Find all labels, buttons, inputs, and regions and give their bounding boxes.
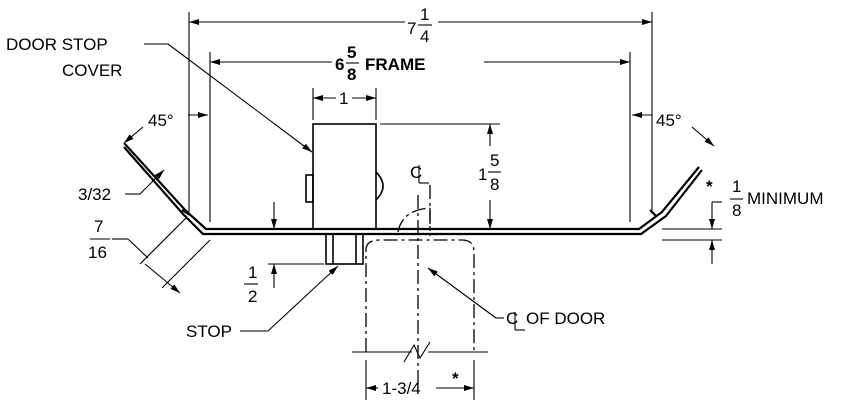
cover-height-num: 5 [490,151,499,170]
overall-width-num: 1 [420,5,429,24]
cover-height-den: 8 [490,175,499,194]
overall-width-dimension: 7 1 4 [188,5,653,212]
door-stop-cover-callout: DOOR STOP COVER [6,35,313,153]
center-of-door-label: OF DOOR [526,309,605,328]
frame-width-whole: 6 [335,55,344,74]
minimum-text: MINIMUM [747,189,823,208]
overall-width-den: 4 [420,27,429,46]
minimum-mark: * [706,177,713,196]
left-angle-label: 45° [148,111,174,130]
left-height-den: 16 [88,243,107,262]
stop-cover-width-dimension: 1 [312,88,377,120]
left-angle-dimension: 45° [123,111,208,144]
stop-cover-width-label: 1 [339,89,348,108]
stop-height-dimension: 1 2 [244,202,324,306]
centerline-top: C [410,163,429,184]
left-height-num: 7 [94,217,103,236]
stop-callout: STOP [186,265,339,341]
right-angle-label: 45° [656,111,682,130]
center-of-door-symbol: C [506,309,518,328]
stop-label: STOP [186,322,232,341]
door-dim-mark: * [452,369,459,388]
door-dim-label: 1-3/4 [382,379,421,398]
door-outline [352,185,488,385]
frame-width-suffix: FRAME [365,55,425,74]
cover-height-whole: 1 [478,165,487,184]
frame-width-num: 5 [347,43,356,62]
minimum-dimension: * 1 8 MINIMUM [662,177,823,264]
centerline-top-symbol: C [410,163,422,182]
cover-height-dimension: 1 5 8 [380,123,501,229]
frame-width-den: 8 [347,65,356,84]
stop [325,233,364,265]
door-stop-cover [305,123,384,230]
door-stop-cover-label-2: COVER [62,61,122,80]
left-height-dimension: 7 16 [88,217,211,294]
right-angle-dimension: 45° [632,111,715,147]
minimum-den: 8 [732,201,741,220]
thickness-label: 3/32 [78,185,111,204]
thickness-dimension: 3/32 [78,169,165,204]
overall-width-whole: 7 [407,19,416,38]
frame-width-dimension: 6 5 8 FRAME [209,43,631,222]
frame-profile [123,142,703,236]
minimum-num: 1 [732,177,741,196]
center-of-door-callout: C OF DOOR [427,267,605,331]
stop-height-num: 1 [248,263,257,282]
door-stop-cover-label-1: DOOR STOP [6,35,108,54]
door-thickness-dimension: 1-3/4 * [365,360,475,400]
stop-height-den: 2 [248,287,257,306]
